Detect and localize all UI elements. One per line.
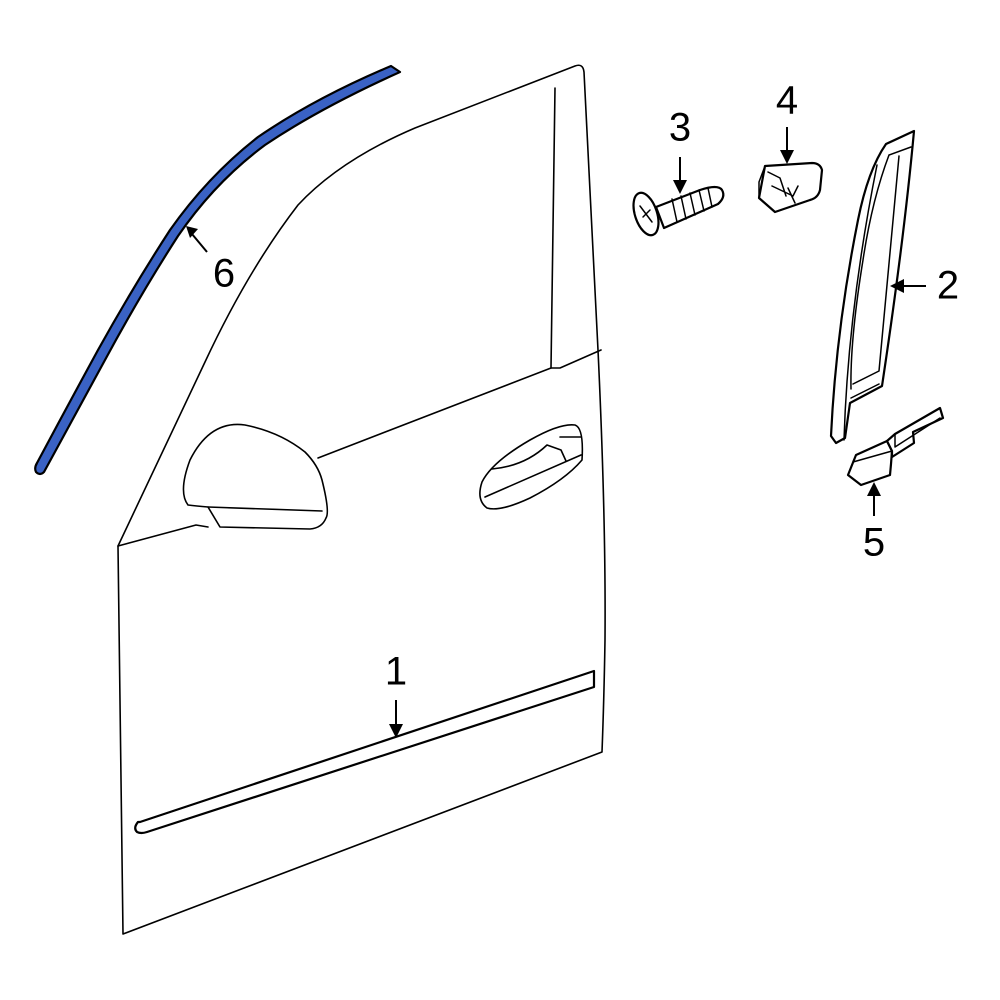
callout-6: 6 (186, 226, 235, 296)
mirror-housing (182, 423, 329, 530)
arrow-3-icon (673, 180, 687, 194)
arrow-1-icon (389, 724, 403, 738)
callout-label-5: 5 (863, 521, 885, 565)
callout-5: 5 (863, 482, 885, 565)
clip-nut-body[interactable] (757, 161, 824, 214)
screw-threads (671, 187, 713, 223)
callout-1: 1 (385, 650, 407, 738)
bracket-shape[interactable] (846, 439, 894, 487)
handle-pocket (479, 423, 584, 510)
part-4-clip-nut[interactable] (757, 161, 824, 214)
callout-label-2: 2 (937, 264, 959, 308)
callout-2: 2 (890, 264, 959, 308)
door-handle (479, 423, 584, 510)
door-mirror-sail (117, 524, 209, 547)
clip-nut-face (758, 165, 799, 204)
pillar-applique-inner-channel (843, 146, 912, 441)
handle-grip-upper (491, 444, 567, 470)
callout-label-4: 4 (776, 79, 798, 123)
arrow-5-icon (867, 482, 881, 496)
door-window-rear-edge (550, 87, 602, 369)
mirror-glass-edge (207, 506, 323, 512)
part-2-pillar-applique[interactable] (829, 129, 916, 445)
part-3-screw[interactable] (629, 185, 725, 238)
leader-line-6 (191, 233, 208, 253)
door-outline (117, 64, 606, 935)
part-1-body-side-molding[interactable] (134, 669, 596, 835)
arrow-2-icon (890, 279, 904, 293)
callout-3: 3 (669, 106, 691, 194)
screw-phillips-icon (639, 205, 653, 223)
bracket-arm[interactable] (885, 406, 945, 459)
callout-label-6: 6 (213, 252, 235, 296)
bracket-edges (852, 417, 941, 463)
part-6-frame-molding[interactable] (34, 64, 402, 476)
part-5-bracket[interactable] (846, 406, 945, 487)
arrow-6-icon (186, 226, 198, 238)
side-mirror (182, 423, 329, 530)
arrow-4-icon (780, 150, 794, 164)
door-panel (117, 64, 606, 935)
frame-molding-shape[interactable] (34, 64, 402, 476)
handle-grip (484, 454, 582, 498)
callout-label-3: 3 (669, 106, 691, 150)
callout-label-1: 1 (385, 650, 407, 694)
body-side-molding-shape[interactable] (134, 669, 596, 835)
door-beltline (317, 367, 552, 459)
callout-4: 4 (776, 79, 798, 164)
